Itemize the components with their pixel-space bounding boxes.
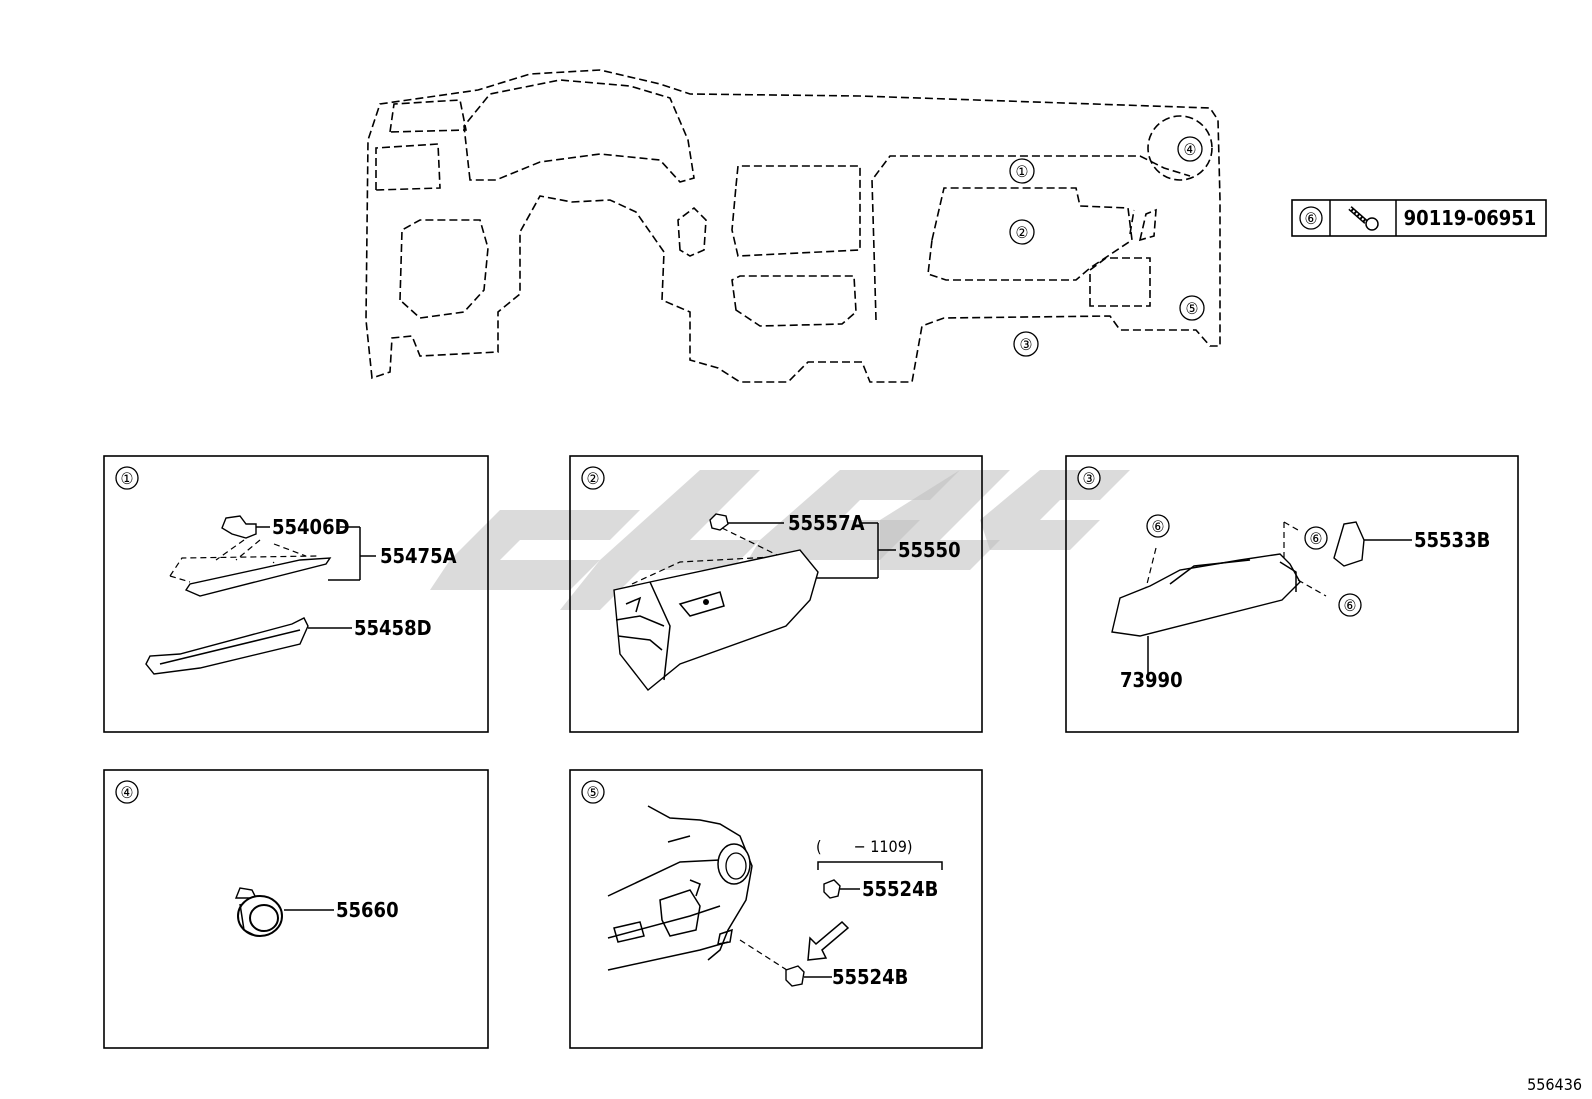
svg-text:④: ④ (121, 783, 134, 802)
panel-55458D (145, 617, 309, 675)
clip-55406D (221, 515, 257, 539)
label-55475A: 55475A (380, 544, 457, 568)
legend-part-number: 90119-06951 (1404, 206, 1537, 230)
label-55524B-lower: 55524B (832, 965, 908, 989)
center-lower-panel (731, 275, 857, 327)
clip-55524B-upper (823, 879, 841, 899)
svg-text:①: ① (121, 469, 134, 488)
svg-text:③: ③ (1020, 335, 1033, 354)
svg-text:⑥: ⑥ (1310, 529, 1323, 548)
label-55406D: 55406D (272, 515, 350, 539)
center-upper-vent (731, 165, 861, 257)
dashboard-fragment (607, 805, 753, 971)
label-55557A: 55557A (788, 511, 865, 535)
right-slot-2 (1129, 209, 1135, 235)
label-55524B-upper: 55524B (862, 877, 938, 901)
label-73990: 73990 (1120, 668, 1183, 692)
right-slot (1138, 208, 1157, 242)
overview-callout-2: ② (1009, 219, 1035, 245)
overview-callout-5: ⑤ (1179, 295, 1205, 321)
figure-id: 556436 (1527, 1075, 1582, 1094)
panel-5: ⑤ 55524B ( − 1109) 55524B (569, 769, 983, 1049)
right-panel-upper (871, 155, 1191, 321)
glovebox-outline (927, 187, 1133, 281)
overview-callout-4: ④ (1177, 136, 1203, 162)
cover-55533B (1333, 521, 1365, 567)
svg-text:⑥: ⑥ (1305, 209, 1318, 228)
dashboard-outline (365, 69, 1221, 383)
svg-text:⑥: ⑥ (1344, 596, 1357, 615)
overview-callout-3: ③ (1013, 331, 1039, 357)
label-55533B: 55533B (1414, 528, 1490, 552)
svg-text:④: ④ (1184, 140, 1197, 159)
label-55660: 55660 (336, 898, 399, 922)
legend-box (1291, 199, 1547, 237)
vent-55660 (234, 887, 283, 937)
svg-text:②: ② (1016, 223, 1029, 242)
label-55458D: 55458D (354, 616, 432, 640)
legend-fastener: ⑥ 90119-06951 (1291, 199, 1547, 237)
svg-text:②: ② (587, 469, 600, 488)
right-round-vent (1147, 115, 1213, 181)
panel-1: ① 55406D 55475A 55458D (103, 455, 489, 733)
panel-3: ③ 55533B 73990 ⑥ ⑥ ⑥ (1065, 455, 1519, 733)
panel-2: ② 55557A 55550 (569, 455, 983, 733)
cluster-hood (463, 79, 695, 183)
clip-55557A (709, 513, 729, 531)
range-note: ( − 1109) (816, 837, 912, 856)
svg-text:①: ① (1016, 162, 1029, 181)
left-vent-top (389, 99, 467, 133)
bolt-icon (1348, 206, 1379, 231)
clip-55524B-lower (785, 965, 805, 987)
molding-55475A (184, 557, 332, 597)
svg-text:⑥: ⑥ (1152, 517, 1165, 536)
left-vent (375, 143, 441, 191)
center-round-knob (677, 206, 707, 257)
glovebox-55550 (613, 549, 819, 691)
arrow-icon (807, 920, 850, 961)
svg-text:⑤: ⑤ (587, 783, 600, 802)
svg-text:⑤: ⑤ (1186, 299, 1199, 318)
label-55550: 55550 (898, 538, 961, 562)
overview-callout-1: ① (1009, 158, 1035, 184)
panel-73990 (1111, 553, 1301, 637)
dashboard-overview: ① ② ③ ④ ⑤ (365, 69, 1221, 383)
panel-4: ④ 55660 (103, 769, 489, 1049)
left-lower-panel (399, 219, 489, 319)
right-small-vent (1089, 257, 1151, 307)
svg-text:③: ③ (1083, 469, 1096, 488)
